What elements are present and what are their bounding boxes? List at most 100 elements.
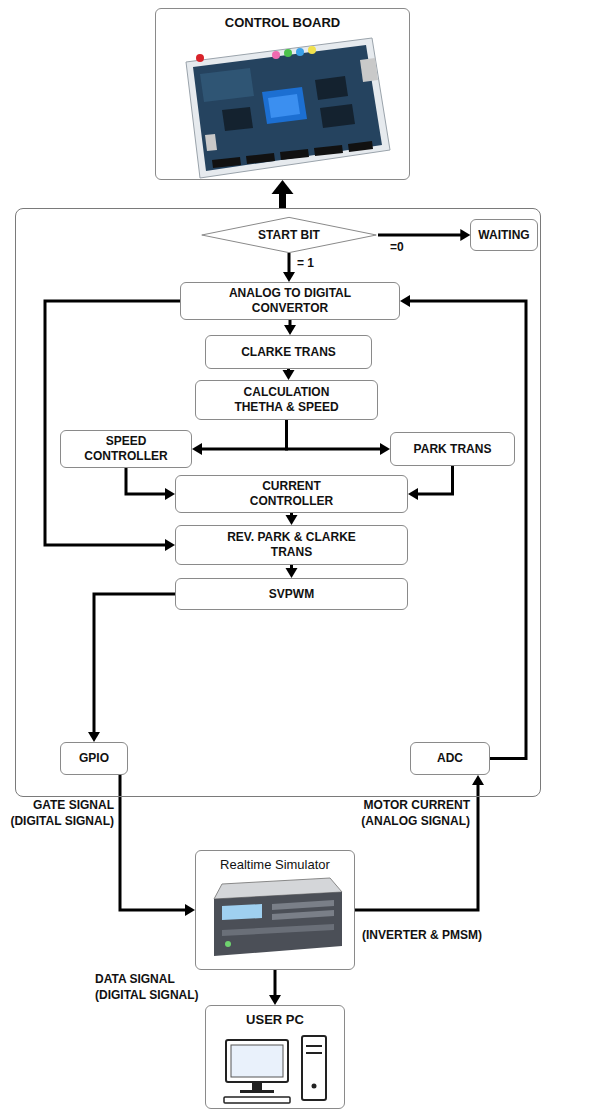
connector [408,466,453,500]
illustration-part [212,157,241,168]
illustration-part [246,153,275,164]
connector [378,229,470,241]
connector [283,253,295,282]
illustration-part [280,149,309,160]
connector [284,320,296,335]
process-box: CURRENT CONTROLLER [175,475,408,513]
arrow-head [472,775,484,785]
illustration-part [312,1084,317,1089]
illustration-part [302,1036,326,1100]
illustration-part [186,38,390,178]
node-text: USER PC [246,1012,304,1028]
connector-line [199,420,287,449]
arrow-head [400,295,410,307]
connector-line [274,970,277,998]
connector [269,970,281,1005]
illustration-part [240,1090,274,1093]
signal-label: (INVERTER & PMSM) [362,928,482,944]
connector-line [94,594,175,735]
process-box: ANALOG TO DIGITAL CONVERTOR [180,282,400,320]
illustration-part [360,58,378,82]
process-box: PARK TRANS [390,432,515,466]
connector [355,775,484,910]
board-illustration [186,38,390,178]
illustration-part [222,924,334,936]
arrow-head [185,904,195,916]
connector [192,420,287,455]
connector [88,594,175,742]
connector [286,565,298,578]
connector [283,369,295,380]
illustration-part [296,48,304,56]
node-text: ADC [437,751,463,766]
connector-line [126,468,168,494]
controller-frame: START BIT WAITING ANALOG TO DIGITAL CONVER… [15,208,541,797]
signal-label: =0 [390,240,404,256]
illustration-part [306,1052,322,1054]
arrow-head [165,539,175,551]
illustration-part [231,1045,283,1077]
illustration-part [262,87,307,124]
signal-label: = 1 [297,256,314,272]
illustration-part [320,104,355,128]
state-box: WAITING [470,219,537,251]
illustration-part [196,54,204,62]
arrow-head [88,732,100,742]
illustration-part [205,134,217,151]
illustration-part [193,45,382,171]
node-text: PARK TRANS [414,442,492,457]
node-text: CALCULATION THETHA & SPEED [228,385,346,415]
process-box: GPIO [60,742,128,775]
process-box: CALCULATION THETHA & SPEED [195,380,378,420]
process-box: ADC [410,742,490,775]
illustration-part [272,51,280,59]
arrow-head [286,568,298,578]
illustration-part [348,141,373,152]
pc-box: USER PC [205,1005,345,1109]
illustration-part [268,94,300,118]
illustration-part [226,1040,288,1082]
arrow-head [269,995,281,1005]
node-text: START BIT [258,228,320,243]
arrow-head [284,325,296,335]
illustration-part [222,107,253,131]
arrow-head [283,272,295,282]
connector-line [45,301,180,545]
node-text: GPIO [79,751,109,766]
node-text: CURRENT CONTROLLER [244,479,339,509]
illustration-part [284,49,292,57]
illustration-part [272,900,334,910]
arrow-head [408,488,418,500]
arrow-head [283,370,295,380]
connector-line [120,775,188,910]
decision-diamond: START BIT [200,217,378,253]
node-text: CONTROL BOARD [225,15,340,31]
illustration-part [308,46,316,54]
arrow-head [380,443,390,455]
node-text: ANALOG TO DIGITAL CONVERTOR [225,286,355,316]
illustration-part [222,904,262,920]
connector-line [378,234,463,237]
connector [126,468,175,500]
arrow-head [165,488,175,500]
connector [272,180,294,208]
illustration-part [306,1045,322,1047]
process-box: SVPWM [175,578,408,610]
arrow-head [192,443,202,455]
node-text: SVPWM [269,587,314,602]
pc-illustration [224,1036,326,1103]
connector-line [287,420,384,449]
node-text: CLARKE TRANS [241,345,336,360]
connector-line [288,253,291,275]
arrow-head [272,180,294,194]
diamond-shape [202,217,376,252]
board-box: CONTROL BOARD [155,8,410,180]
illustration-part [272,910,334,920]
illustration-part [200,68,254,102]
connector [45,301,180,551]
illustration-part [252,1082,262,1090]
node-text: SPEED CONTROLLER [79,434,174,464]
illustration-part [214,892,342,956]
illustration-part [314,145,343,156]
connector-line [407,301,526,759]
